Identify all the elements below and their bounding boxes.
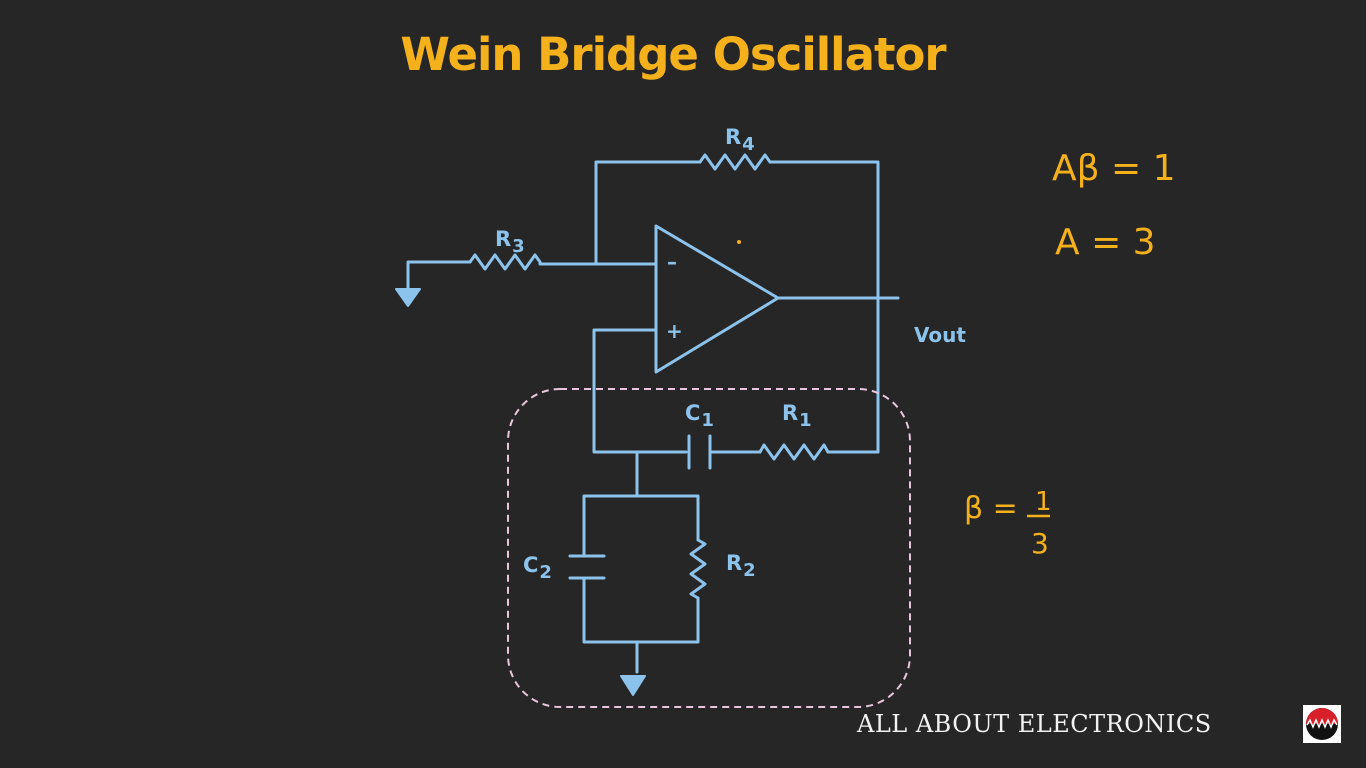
resistor-r2 xyxy=(689,538,707,600)
channel-logo-icon xyxy=(1303,705,1341,743)
feedback-network-boundary xyxy=(507,388,911,708)
op-amp-triangle xyxy=(654,224,780,374)
r4-label: R4 xyxy=(725,125,755,155)
page-title: Wein Bridge Oscillator xyxy=(400,28,946,81)
inverting-input-label: – xyxy=(667,250,677,274)
r3-label: R3 xyxy=(495,227,525,257)
resistor-r3 xyxy=(468,253,542,271)
c1-label: C1 xyxy=(685,401,714,431)
r2-label: R2 xyxy=(726,551,756,581)
non-inverting-input-label: + xyxy=(666,319,683,343)
r4-feedback-wire xyxy=(594,160,880,454)
ground-symbol-network xyxy=(620,675,646,696)
r1-label: R1 xyxy=(782,401,812,431)
resistor-r1 xyxy=(758,443,830,461)
r3-input-wire xyxy=(406,260,658,290)
beta-note-denominator: 3 xyxy=(1031,527,1049,560)
vout-label: Vout xyxy=(914,323,966,347)
capacitor-c2 xyxy=(568,554,606,580)
beta-note-lhs: β = xyxy=(964,491,1018,526)
capacitor-c1 xyxy=(687,434,712,470)
parallel-network-wire xyxy=(582,450,700,674)
beta-note-numerator: 1 xyxy=(1035,487,1052,517)
brand-watermark: ALL ABOUT ELECTRONICS xyxy=(857,710,1212,738)
c2-label: C2 xyxy=(523,553,552,583)
plus-input-wire xyxy=(592,328,688,454)
loop-gain-note: Aβ = 1 xyxy=(1052,148,1176,189)
gain-note: A = 3 xyxy=(1055,222,1156,263)
resistor-r4 xyxy=(698,153,772,171)
ground-symbol-r3 xyxy=(395,288,421,307)
